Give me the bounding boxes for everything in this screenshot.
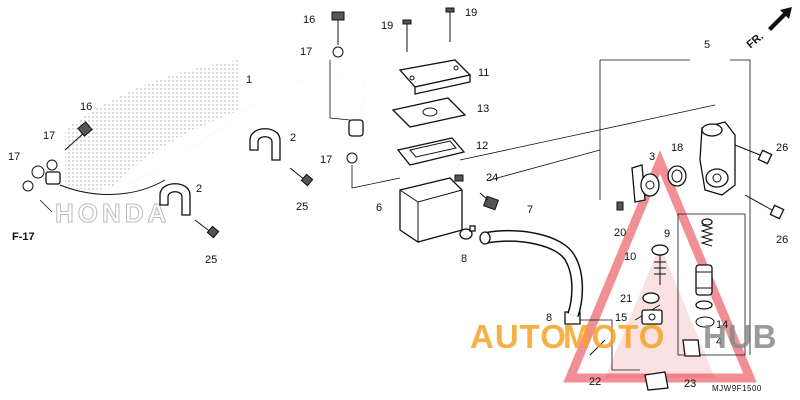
cotter-pin-22: [589, 339, 606, 356]
callout-17-mid: 17: [320, 154, 332, 166]
bolt-26-lower: [744, 194, 785, 220]
callout-2-upper: 2: [290, 132, 296, 144]
master-cylinder-body: [699, 121, 736, 196]
diaphragm-plate: [391, 97, 467, 128]
hose-clamp-upper: [249, 128, 281, 161]
callout-23: 23: [684, 378, 696, 390]
callout-7: 7: [527, 204, 533, 216]
screw-19-right: [445, 7, 455, 42]
cap-23: [644, 371, 669, 391]
ref-label: F-17: [12, 231, 35, 243]
callout-9: 9: [664, 228, 670, 240]
bolt-16-left: [64, 121, 93, 151]
washer-17-top: [332, 46, 344, 58]
watermark-auto: AUTO: [470, 318, 567, 355]
callout-labels: 1 2 2 3 4 5 6 7 8 8 9 10 11 12 13 14 15 …: [8, 7, 788, 390]
piston: [695, 264, 713, 296]
callout-13: 13: [477, 103, 489, 115]
diaphragm: [396, 137, 466, 166]
washer-17-far-left: [22, 180, 34, 192]
hose-clip-8-upper: [459, 225, 476, 240]
watermark-hub: HUB: [703, 318, 778, 355]
bolt-16-top: [331, 11, 345, 45]
honda-logo-text: HONDA: [55, 198, 170, 228]
clip-20: [616, 201, 624, 211]
fitting-15: [641, 309, 663, 325]
washer-17-mid: [346, 152, 358, 164]
hose-clamp-lower: [159, 183, 191, 216]
nut-21: [642, 292, 660, 304]
reservoir-cap: [398, 59, 472, 95]
reservoir: [399, 174, 464, 243]
screw-19-left: [402, 19, 412, 52]
callout-24: 24: [486, 172, 498, 184]
callout-3: 3: [649, 151, 655, 163]
callout-25-upper: 25: [296, 201, 308, 213]
front-arrow: FR.: [745, 7, 792, 51]
honda-wing-logo: HONDA: [55, 60, 240, 229]
bolt-25-lower: [194, 219, 220, 239]
callout-8-lower: 8: [546, 312, 552, 324]
callout-25-lower: 25: [205, 254, 217, 266]
callout-16-top: 16: [303, 14, 315, 26]
callout-14: 14: [716, 319, 728, 331]
ref-f17: F-17: [12, 231, 35, 243]
callout-19-right: 19: [465, 7, 477, 19]
callout-10: 10: [624, 251, 636, 263]
seal-ring: [695, 300, 713, 310]
callout-26-lower: 26: [776, 234, 788, 246]
bolt-24: [479, 192, 499, 211]
push-rod: [651, 244, 669, 285]
callout-6: 6: [376, 202, 382, 214]
callout-19-left: 19: [381, 20, 393, 32]
callout-11: 11: [478, 67, 489, 79]
reservoir-hose: [479, 230, 584, 317]
callout-22: 22: [589, 376, 601, 388]
callout-17-far-left: 17: [8, 151, 20, 163]
watermark-moto: MOTO: [563, 318, 665, 355]
callout-12: 12: [476, 140, 488, 152]
callout-21: 21: [620, 293, 632, 305]
watermark-text: AUTO MOTO HUB: [470, 318, 778, 355]
callout-20: 20: [614, 227, 626, 239]
bolt-26-upper: [734, 144, 773, 165]
callout-4: 4: [716, 336, 722, 348]
leader-lines: [39, 59, 751, 371]
callout-1: 1: [246, 74, 252, 86]
callout-18: 18: [671, 142, 683, 154]
callout-26-upper: 26: [776, 142, 788, 154]
callout-16-left: 16: [80, 101, 92, 113]
bolt-25-upper: [289, 167, 314, 187]
callout-8-upper: 8: [461, 253, 467, 265]
callout-17-left: 17: [43, 130, 55, 142]
callout-5: 5: [704, 39, 710, 51]
front-arrow-label: FR.: [745, 30, 766, 51]
joint-fitting: [631, 164, 660, 203]
callout-15: 15: [615, 312, 627, 324]
washer-17-left: [46, 159, 58, 171]
boot-4: [682, 339, 701, 357]
circlip-14: [695, 316, 715, 328]
callout-17-top: 17: [300, 46, 312, 58]
spring: [700, 218, 714, 247]
o-ring-18: [667, 165, 687, 187]
diagram-code: MJW9F1500: [712, 384, 762, 393]
callout-2-lower: 2: [196, 183, 202, 195]
repair-kit-box: [677, 213, 746, 356]
brake-hose: [31, 72, 366, 195]
